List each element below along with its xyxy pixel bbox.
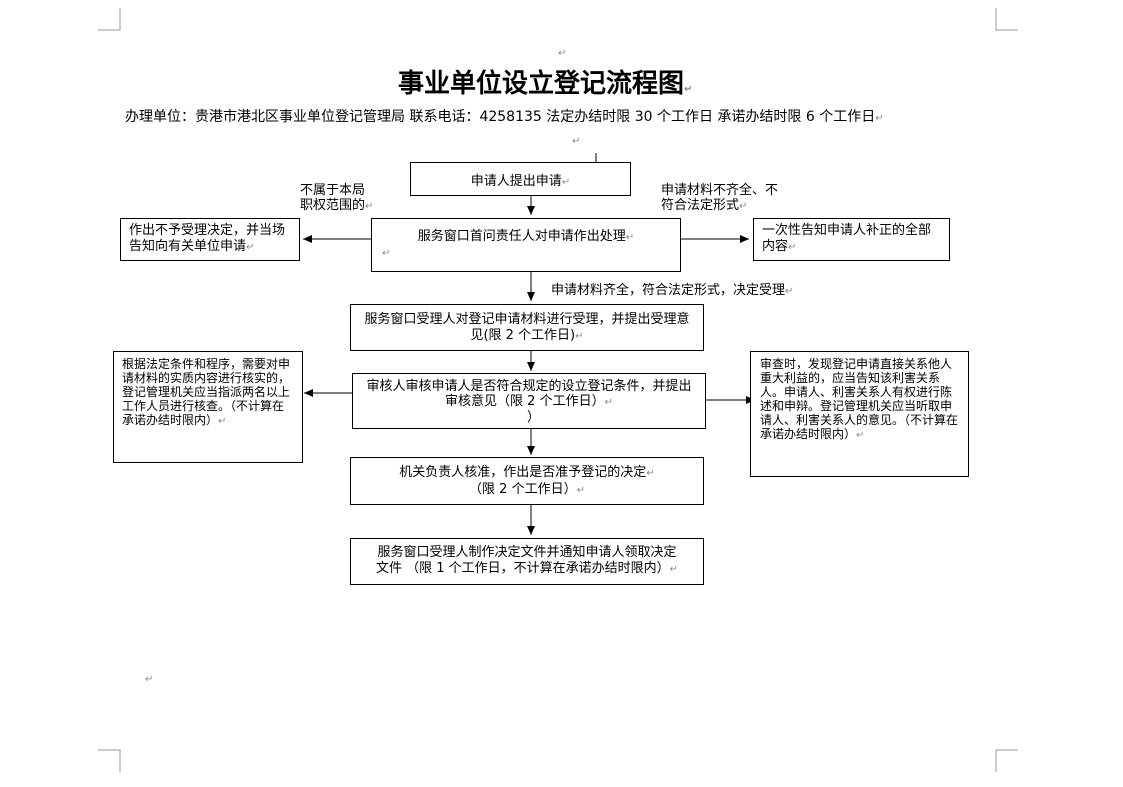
- paragraph-mark: ↵: [145, 674, 154, 685]
- box-notify-supplement: 一次性告知申请人补正的全部内容↵: [753, 218, 950, 261]
- page-subtitle: 办理单位：贵港市港北区事业单位登记管理局 联系电话：4258135 法定办结时限…: [125, 109, 884, 125]
- box-hearing: 审查时，发现登记申请直接关系他人重大利益的，应当告知该利害关系人。申请人、利害关…: [750, 351, 969, 477]
- box-issue: 服务窗口受理人制作决定文件并通知申请人领取决定 文件 （限 1 个工作日，不计算…: [350, 538, 704, 585]
- box-reject: 作出不予受理决定，并当场告知向有关单位申请↵: [120, 218, 300, 261]
- label-not-jurisdiction: 不属于本局 职权范围的↵: [300, 183, 374, 213]
- paragraph-mark: ↵: [558, 48, 567, 59]
- page-title: 事业单位设立登记流程图↵: [398, 69, 693, 99]
- box-verify: 根据法定条件和程序，需要对申请材料的实质内容进行核实的，登记管理机关应当指派两名…: [113, 351, 303, 463]
- box-apply: 申请人提出申请↵: [410, 162, 631, 196]
- box-first-handler: 服务窗口首问责任人对申请作出处理↵ ↵: [371, 218, 681, 272]
- box-accept: 服务窗口受理人对登记申请材料进行受理，并提出受理意见(限 2 个工作日)↵: [350, 304, 704, 351]
- paragraph-mark: ↵: [572, 136, 581, 147]
- box-approve: 机关负责人核准，作出是否准予登记的决定↵ （限 2 个工作日）↵: [350, 457, 704, 505]
- label-incomplete: 申请材料不齐全、不 符合法定形式↵: [661, 183, 779, 213]
- label-complete: 申请材料齐全，符合法定形式，决定受理↵: [551, 283, 794, 298]
- box-review: 审核人审核申请人是否符合规定的设立登记条件，并提出审核意见（限 2 个工作日）↵…: [352, 373, 706, 429]
